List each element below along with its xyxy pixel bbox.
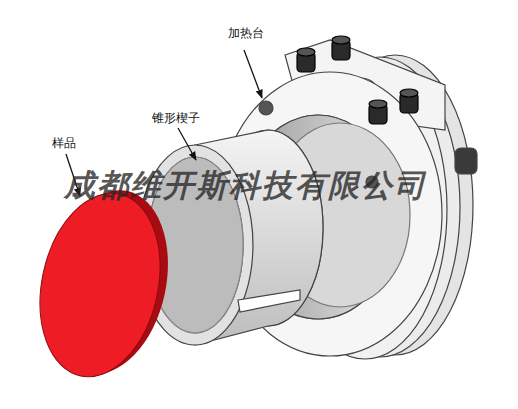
part-label: 加热台 bbox=[228, 26, 264, 40]
sample-disc bbox=[24, 179, 184, 388]
part-label: 锥形楔子 bbox=[152, 111, 200, 125]
watermark: 成都维开斯科技有限公司 bbox=[64, 168, 427, 202]
part-label: 样品 bbox=[52, 136, 76, 150]
